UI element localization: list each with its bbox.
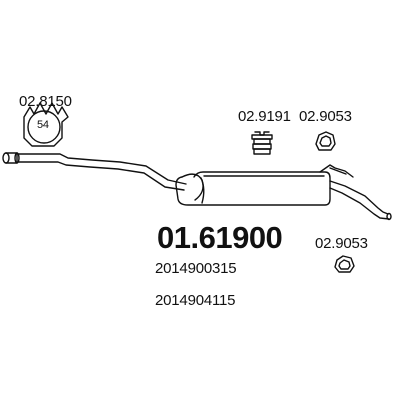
gasket-ring-icon — [334, 255, 355, 273]
gasket-bottom-part-number: 02.9053 — [315, 235, 368, 252]
clamp-part-number: 02.8150 — [19, 93, 72, 110]
rubber-mount-icon — [251, 131, 273, 155]
clamp-size-label: 54 — [37, 119, 49, 131]
rear-silencer-icon — [2, 152, 392, 221]
gasket-top-part-number: 02.9053 — [299, 108, 352, 125]
oem-reference-1: 2014900315 — [155, 260, 237, 277]
oem-reference-2: 2014904115 — [155, 292, 236, 309]
pipe-clamp-icon — [23, 102, 69, 147]
rubber-mount-part-number: 02.9191 — [238, 108, 291, 125]
main-part-number: 01.61900 — [157, 220, 283, 255]
gasket-ring-icon — [315, 131, 336, 151]
